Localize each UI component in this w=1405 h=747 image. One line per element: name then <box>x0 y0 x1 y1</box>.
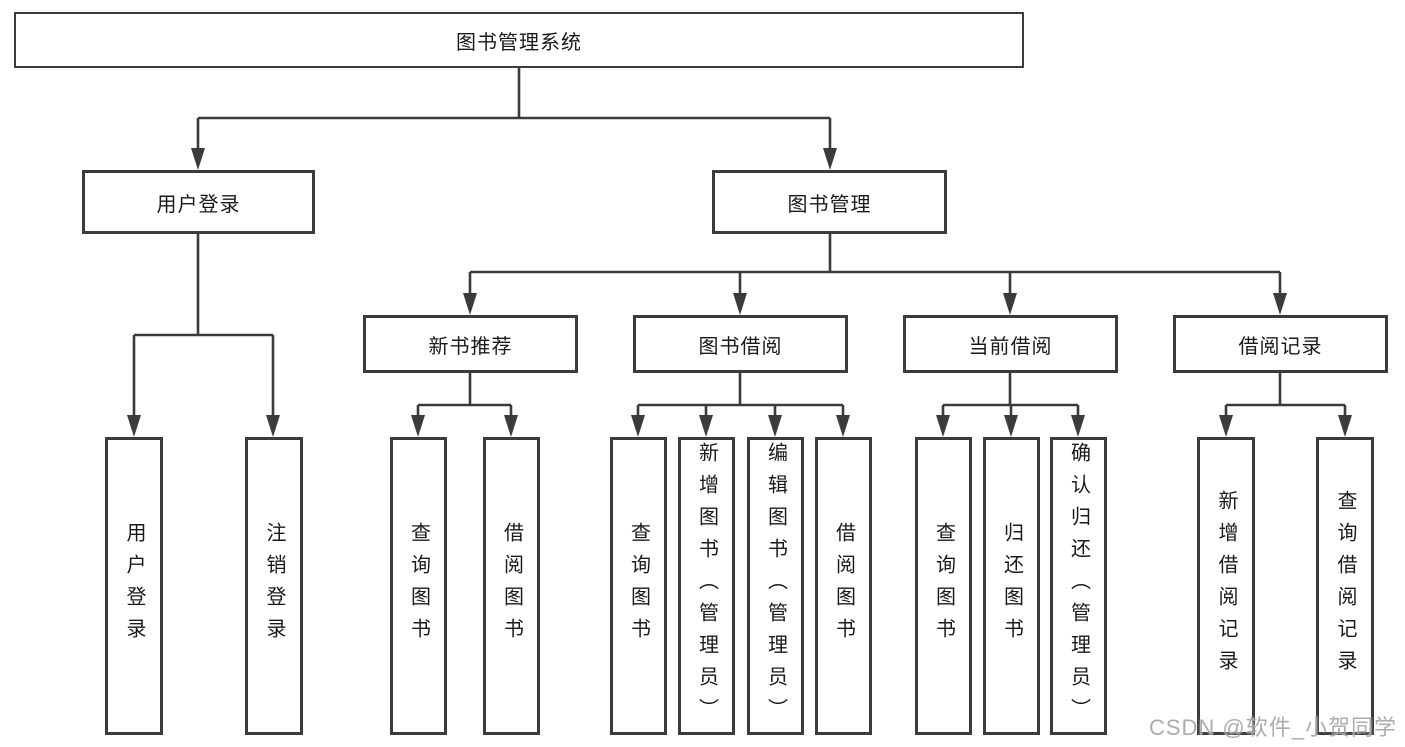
leaf-add-book-admin: 新增图书（管理员） <box>678 437 735 735</box>
leaf-confirm-return-admin: 确认归还（管理员） <box>1050 437 1107 735</box>
node-borrowing-records-label: 借阅记录 <box>1238 335 1323 358</box>
connector-book-borrowing-split <box>636 373 845 418</box>
arrow-icon <box>631 415 645 437</box>
node-book-borrowing-label: 图书借阅 <box>698 335 783 358</box>
arrow-icon <box>127 415 141 437</box>
leaf-borrow-books-recommend: 借阅图书 <box>483 437 540 735</box>
leaf-query-books-recommend-label: 查询图书 <box>407 522 430 650</box>
arrow-icon <box>504 415 518 437</box>
node-root-label: 图书管理系统 <box>456 31 582 54</box>
leaf-user-login-label: 用户登录 <box>123 522 145 650</box>
leaf-query-books-current-label: 查询图书 <box>932 522 955 650</box>
leaf-query-books-borrowing: 查询图书 <box>610 437 667 735</box>
connector-book-management-split <box>468 234 1282 297</box>
leaf-edit-book-admin-label: 编辑图书（管理员） <box>764 442 787 730</box>
arrow-icon <box>1003 293 1017 315</box>
arrow-icon <box>1219 415 1233 437</box>
leaf-edit-book-admin: 编辑图书（管理员） <box>747 437 804 735</box>
arrow-icon <box>463 293 477 315</box>
leaf-logout-label: 注销登录 <box>263 522 285 650</box>
connector-user-login-split <box>132 234 275 418</box>
leaf-confirm-return-admin-label: 确认归还（管理员） <box>1067 442 1090 730</box>
arrow-icon <box>768 415 782 437</box>
connector-current-borrowing-split <box>941 373 1080 418</box>
arrow-icon <box>823 148 837 170</box>
arrow-icon <box>733 293 747 315</box>
node-user-login-label: 用户登录 <box>156 193 241 216</box>
node-new-book-recommend-label: 新书推荐 <box>428 335 513 358</box>
connector-new-book-split <box>416 373 513 418</box>
leaf-query-borrow-record: 查询借阅记录 <box>1316 437 1374 735</box>
leaf-logout: 注销登录 <box>245 437 303 735</box>
leaf-add-borrow-record: 新增借阅记录 <box>1197 437 1255 735</box>
arrow-icon <box>411 415 425 437</box>
leaf-borrow-books-recommend-label: 借阅图书 <box>500 522 523 650</box>
leaf-query-borrow-record-label: 查询借阅记录 <box>1334 490 1356 682</box>
node-book-borrowing: 图书借阅 <box>633 315 848 373</box>
arrow-icon <box>266 415 280 437</box>
node-borrowing-records: 借阅记录 <box>1173 315 1388 373</box>
node-book-management: 图书管理 <box>712 170 947 234</box>
leaf-add-borrow-record-label: 新增借阅记录 <box>1215 490 1237 682</box>
arrow-icon <box>1004 415 1018 437</box>
leaf-add-book-admin-label: 新增图书（管理员） <box>695 442 718 730</box>
leaf-user-login: 用户登录 <box>105 437 163 735</box>
node-current-borrowing-label: 当前借阅 <box>968 335 1053 358</box>
leaf-borrow-books-borrowing: 借阅图书 <box>815 437 872 735</box>
watermark: CSDN @软件_小贺同学 <box>1148 715 1397 740</box>
leaf-query-books-recommend: 查询图书 <box>390 437 447 735</box>
arrow-icon <box>1338 415 1352 437</box>
arrow-icon <box>1071 415 1085 437</box>
node-root: 图书管理系统 <box>14 12 1024 68</box>
node-user-login: 用户登录 <box>82 170 315 234</box>
leaf-return-book: 归还图书 <box>983 437 1040 735</box>
leaf-borrow-books-borrowing-label: 借阅图书 <box>832 522 855 650</box>
arrow-icon <box>936 415 950 437</box>
arrow-icon <box>836 415 850 437</box>
leaf-query-books-current: 查询图书 <box>915 437 972 735</box>
node-book-management-label: 图书管理 <box>787 193 872 216</box>
connector-borrowing-records-split <box>1224 373 1347 418</box>
node-current-borrowing: 当前借阅 <box>903 315 1118 373</box>
arrow-icon <box>1273 293 1287 315</box>
arrowheads <box>127 148 1352 437</box>
leaf-return-book-label: 归还图书 <box>1000 522 1023 650</box>
arrow-icon <box>699 415 713 437</box>
leaf-query-books-borrowing-label: 查询图书 <box>627 522 650 650</box>
arrow-icon <box>191 148 205 170</box>
node-new-book-recommend: 新书推荐 <box>363 315 578 373</box>
connector-root-split <box>196 68 832 152</box>
